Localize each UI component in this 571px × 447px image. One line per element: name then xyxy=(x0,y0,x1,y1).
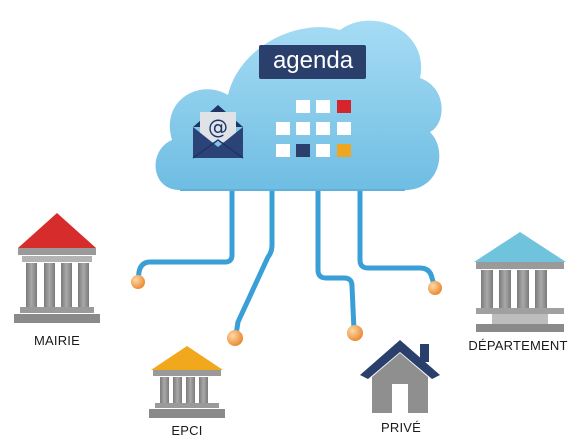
cables xyxy=(135,182,438,338)
dot-prive xyxy=(347,325,363,341)
label-epci: EPCI xyxy=(171,423,203,438)
label-mairie: MAIRIE xyxy=(34,333,80,348)
agenda-banner xyxy=(259,45,366,79)
envelope-at-icon: @ xyxy=(192,105,244,159)
svg-text:@: @ xyxy=(208,115,228,139)
cable-end-dots xyxy=(131,275,442,346)
government-building-icon xyxy=(474,232,566,332)
dot-mairie xyxy=(131,275,145,289)
label-prive: PRIVÉ xyxy=(380,420,421,435)
agenda-title: agenda xyxy=(272,47,354,74)
town-hall-icon xyxy=(14,213,100,323)
calendar-grid-icon xyxy=(276,100,351,157)
cable-prive xyxy=(315,182,357,333)
cable-epci xyxy=(233,182,275,338)
label-departement: DÉPARTEMENT xyxy=(468,338,568,353)
cable-mairie xyxy=(135,182,235,284)
dot-departement xyxy=(428,281,442,295)
house-icon xyxy=(360,340,440,413)
dot-epci xyxy=(227,330,243,346)
public-building-icon xyxy=(149,346,225,418)
cable-departement xyxy=(357,182,438,290)
